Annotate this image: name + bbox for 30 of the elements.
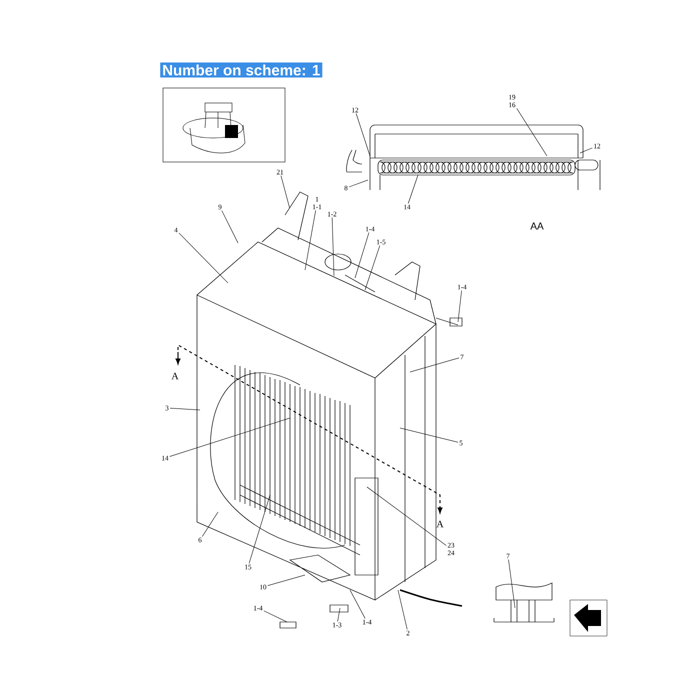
title-banner: Number on scheme: 1 (160, 62, 322, 78)
leader-line (410, 358, 460, 372)
leader-line (350, 590, 366, 619)
leader-line (248, 494, 270, 564)
leader-line (169, 418, 290, 457)
leader-line (304, 210, 316, 270)
leader-line (170, 408, 200, 410)
leader-line (267, 574, 306, 586)
leader-line (222, 210, 238, 244)
leader-line (364, 245, 380, 290)
leader-line (202, 512, 218, 537)
leader-line (398, 590, 408, 630)
leader-line (332, 217, 334, 276)
leader-line (356, 113, 370, 156)
leader-line (280, 175, 290, 208)
leader-line (354, 232, 370, 278)
leader-line (366, 486, 447, 546)
leader-line (508, 559, 516, 608)
leader-line (516, 108, 548, 156)
leader-line (337, 608, 340, 622)
section-label: A (436, 520, 444, 528)
leader-line (580, 148, 593, 154)
section-label: A (171, 372, 179, 380)
leader-line (458, 290, 462, 322)
view-label: AA (530, 222, 544, 230)
leader-line (264, 610, 288, 622)
leader-line (400, 428, 458, 443)
leader-line (408, 174, 418, 204)
leader-line (348, 180, 368, 188)
leader-line (178, 232, 228, 284)
